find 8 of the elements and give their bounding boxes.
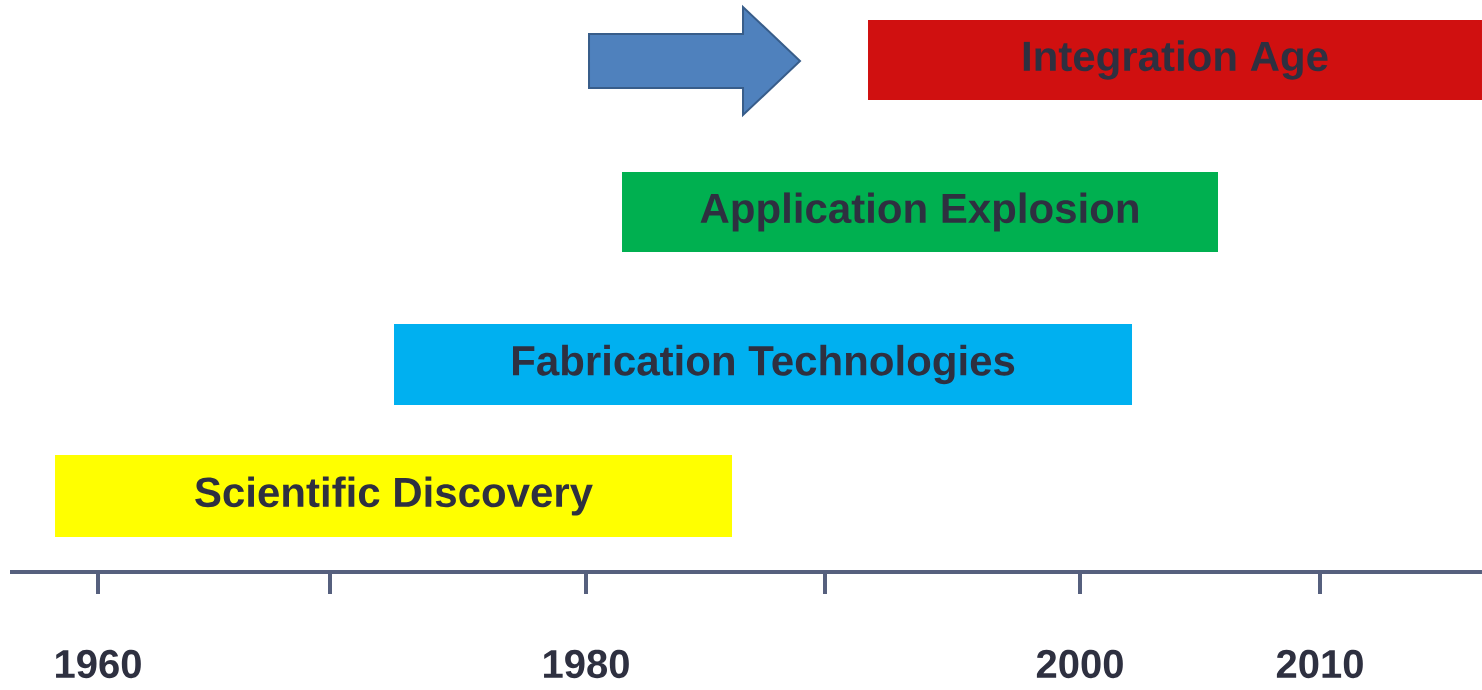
timeline-bar: Scientific Discovery <box>55 455 732 537</box>
year-label: 2000 <box>1036 649 1123 679</box>
year-label: 2010 <box>1276 649 1363 679</box>
timeline-bar: Integration Age <box>868 20 1482 100</box>
year-label: 1980 <box>544 649 629 679</box>
year-label: 1960 <box>56 649 141 679</box>
timeline-bar: Fabrication Technologies <box>394 324 1132 405</box>
timeline-bar: Application Explosion <box>622 172 1218 252</box>
